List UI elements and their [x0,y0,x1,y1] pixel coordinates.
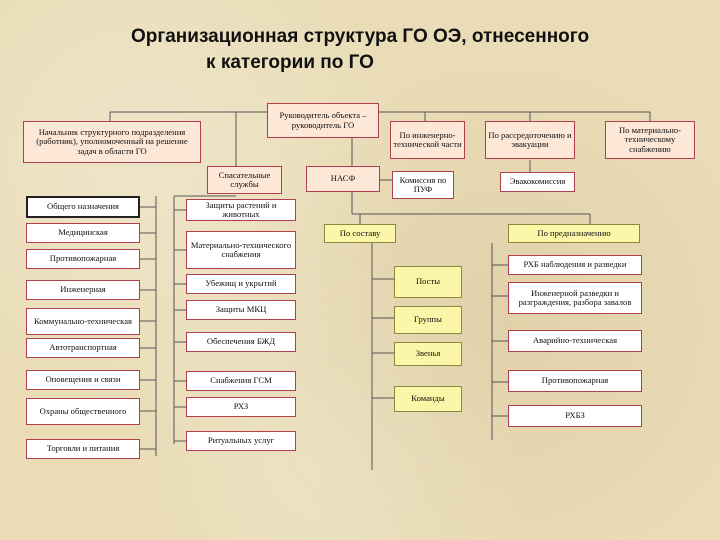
engineering-label: По инженерно-технической части [393,129,462,149]
nasf-box: НАСФ [306,166,380,192]
evacuation-commission-label: Эвакокомиссия [509,176,566,187]
chief-structural-label: Начальник структурного подразделения (ра… [36,126,188,156]
by-purpose-label: По предназначению [537,227,611,238]
center-service-box: Снабжения ГСМ [186,371,296,391]
left-service-box: Оповещения и связи [26,370,140,390]
purpose-unit-box: Противопожарная [508,370,642,392]
chief-structural-box: Начальник структурного подразделения (ра… [23,121,201,163]
center-service-label: Снабжения ГСМ [210,375,272,386]
by-purpose-box: По предназначению [508,224,640,243]
purpose-unit-box: РХБЗ [508,405,642,427]
left-service-label: Торговли и питания [46,443,120,454]
title-line-2: к категории по ГО [206,52,374,73]
purpose-unit-label: Противопожарная [541,375,609,386]
material-box: По материально-техническому снабжению [605,121,695,159]
purpose-unit-label: РХБ наблюдения и разведки [523,259,627,270]
center-service-label: Обеспечения БЖД [206,336,276,347]
purpose-unit-label: РХБЗ [565,410,585,421]
center-service-box: Обеспечения БЖД [186,332,296,352]
composition-unit-label: Группы [414,314,442,325]
purpose-unit-label: Инженерной разведки и разграждения, разб… [518,287,632,307]
by-composition-box: По составу [324,224,396,243]
rescue-services-label: Спасательные службы [218,169,271,189]
center-service-label: Материально-технического снабжения [190,239,292,259]
left-service-label: Автотранспортная [49,342,117,353]
center-service-label: Защиты МКЦ [215,304,267,315]
composition-unit-box: Группы [394,306,462,334]
purpose-unit-box: РХБ наблюдения и разведки [508,255,642,275]
center-service-box: Материально-технического снабжения [186,231,296,269]
center-service-box: РХЗ [186,397,296,417]
left-service-box: Торговли и питания [26,439,140,459]
head-box: Руководитель объекта – руководитель ГО [267,103,379,138]
purpose-unit-box: Аварийно-техническая [508,330,642,352]
dispersal-box: По рассредоточению и эвакуации [485,121,575,159]
head-label: Руководитель объекта – руководитель ГО [279,110,367,130]
title-line-1: Организационная структура ГО ОЭ, отнесен… [130,26,590,47]
composition-unit-box: Звенья [394,342,462,366]
left-service-label: Общего назначения [47,201,119,212]
commission-puf-label: Комиссия по ПУФ [399,174,447,194]
left-service-label: Инженерная [60,284,106,295]
left-service-label: Противопожарная [49,253,117,264]
left-service-box: Общего назначения [26,196,140,218]
center-service-label: Убежищ и укрытий [205,278,277,289]
left-service-label: Оповещения и связи [45,374,121,385]
dispersal-label: По рассредоточению и эвакуации [488,129,572,149]
purpose-unit-label: Аварийно-техническая [532,335,618,346]
rescue-services-box: Спасательные службы [207,166,282,194]
composition-unit-label: Команды [411,393,445,404]
center-service-label: РХЗ [233,401,249,412]
left-service-box: Коммунально-техническая [26,308,140,335]
left-service-box: Автотранспортная [26,338,140,358]
engineering-box: По инженерно-технической части [390,121,465,159]
purpose-unit-box: Инженерной разведки и разграждения, разб… [508,282,642,314]
left-service-box: Противопожарная [26,249,140,269]
left-service-label: Коммунально-техническая [34,315,132,326]
evacuation-commission-box: Эвакокомиссия [500,172,575,192]
center-service-box: Защиты растений и животных [186,199,296,221]
composition-unit-box: Команды [394,386,462,412]
center-service-box: Защиты МКЦ [186,300,296,320]
left-service-box: Медицинская [26,223,140,243]
left-service-label: Охраны общественного [39,405,127,416]
center-service-label: Ритуальных услуг [207,435,275,446]
center-service-box: Убежищ и укрытий [186,274,296,294]
commission-puf-box: Комиссия по ПУФ [392,171,454,199]
left-service-box: Охраны общественного [26,398,140,425]
composition-unit-label: Посты [415,276,441,287]
material-label: По материально-техническому снабжению [619,124,681,154]
composition-unit-label: Звенья [415,348,441,359]
center-service-box: Ритуальных услуг [186,431,296,451]
left-service-label: Медицинская [58,227,108,238]
page-title: Организационная структура ГО ОЭ, отнесен… [40,24,680,76]
by-composition-label: По составу [339,227,381,238]
left-service-box: Инженерная [26,280,140,300]
nasf-label: НАСФ [330,173,356,184]
center-service-label: Защиты растений и животных [205,199,277,219]
composition-unit-box: Посты [394,266,462,298]
